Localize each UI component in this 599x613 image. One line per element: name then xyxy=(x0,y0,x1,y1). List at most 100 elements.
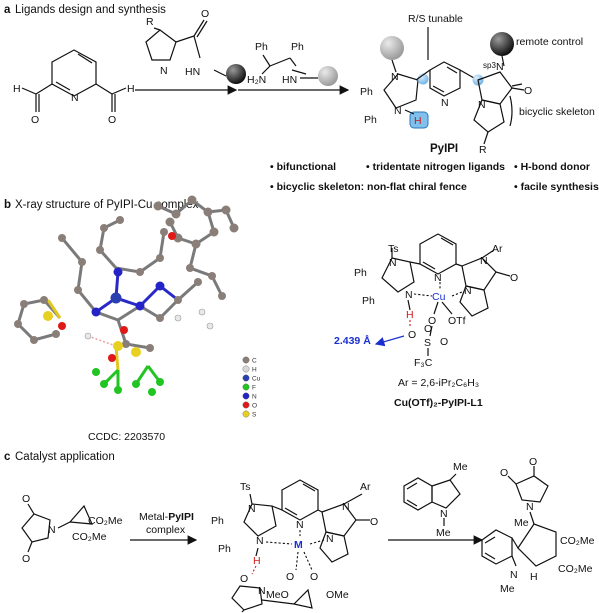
pyipi-ligand-structure: R/S tunable remote control N N Ph Ph H N… xyxy=(360,13,595,156)
catalyst-ligand-text: PyIPI xyxy=(168,511,194,523)
feature-item: • tridentate nitrogen ligands xyxy=(366,161,505,173)
atom-n: N xyxy=(440,508,448,520)
section-b-letter: b xyxy=(4,199,11,211)
atom-o: O xyxy=(440,336,448,348)
xray-crystal-structure xyxy=(14,195,239,396)
atom-n: N xyxy=(496,61,504,73)
atom-s: S xyxy=(424,337,431,349)
atom-ph: Ph xyxy=(364,114,377,126)
atom-o: O xyxy=(408,329,416,341)
atom-n: N xyxy=(248,503,256,515)
ester-label: CO₂Me xyxy=(72,531,107,543)
bulky-group-ball xyxy=(318,66,338,86)
atom-ph: Ph xyxy=(255,41,268,53)
feature-item: • bicyclic skeleton: non-flat chiral fen… xyxy=(270,181,467,193)
remote-control-label: remote control xyxy=(516,36,583,48)
atom-ph: Ph xyxy=(362,295,375,307)
atom-o: O xyxy=(31,114,39,126)
atom-h2n: H₂N xyxy=(247,74,266,86)
section-a-letter: a xyxy=(4,4,11,16)
methoxy-label: OMe xyxy=(326,589,349,601)
methyl-label: Me xyxy=(514,517,529,529)
h-bond-donor-h: H xyxy=(414,115,422,127)
catalyst-complex-label: complex xyxy=(146,524,186,536)
legend-swatch xyxy=(242,356,250,364)
legend-label: N xyxy=(252,394,257,401)
atom-o: O xyxy=(510,272,518,284)
catalyst-metal-text: Metal- xyxy=(139,511,169,523)
atom-n: N xyxy=(71,92,79,104)
atom-o: O xyxy=(428,315,436,327)
atom-h-bond: H xyxy=(406,309,414,321)
atom-ph: Ph xyxy=(211,515,224,527)
legend-label: S xyxy=(252,412,257,419)
legend-label: Cu xyxy=(252,376,261,383)
atom-n: N xyxy=(480,255,488,267)
legend-swatch xyxy=(242,410,250,418)
cu-complex-structure: Ts Ar N N N Ph Ph N N O Cu OTf O S O O F… xyxy=(334,233,518,409)
atom-ph: Ph xyxy=(354,267,367,279)
ligand-name: PyIPI xyxy=(430,143,458,155)
ccdc-number: CCDC: 2203570 xyxy=(88,431,165,443)
legend-swatch xyxy=(242,401,250,409)
legend-label: O xyxy=(252,403,257,410)
atom-o: O xyxy=(22,553,30,565)
atom-r: R xyxy=(479,144,487,156)
legend-swatch xyxy=(242,383,250,391)
atom-n: N xyxy=(389,257,397,269)
aryl-definition: Ar = 2,6-iPr₂C₆H₃ xyxy=(398,377,479,389)
methyl-label: Me xyxy=(500,583,515,595)
atom-o: O xyxy=(108,114,116,126)
atom-n: N xyxy=(478,99,486,111)
bulky-group-ball xyxy=(380,36,404,60)
feature-item: • facile synthesis xyxy=(514,181,599,193)
ester-label: CO₂Me xyxy=(560,535,595,547)
atom-otf: OTf xyxy=(448,315,466,327)
atom-ts: Ts xyxy=(388,243,399,255)
section-a-heading: a Ligands design and synthesis xyxy=(4,4,166,16)
atom-h: H xyxy=(530,571,538,583)
legend-swatch xyxy=(242,365,250,373)
methyl-label: Me xyxy=(436,527,451,539)
atom-ph: Ph xyxy=(360,86,373,98)
ligand-features: • bifunctional • tridentate nitrogen lig… xyxy=(270,161,599,193)
rs-tunable-label: R/S tunable xyxy=(408,13,463,25)
methyl-label: Me xyxy=(453,461,468,473)
atom-metal: M xyxy=(294,539,303,551)
atom-o: O xyxy=(524,85,532,97)
catalyst-label: Metal-PyIPI xyxy=(139,511,194,523)
legend-swatch xyxy=(242,392,250,400)
complex-name: Cu(OTf)₂-PyIPI-L1 xyxy=(394,397,483,409)
atom-o: O xyxy=(370,516,378,528)
atom-n: N xyxy=(160,65,168,77)
sp3-label: sp3 xyxy=(483,61,496,70)
cyclopentaindoline-product: O O N N Me Me H CO₂Me CO₂Me xyxy=(481,456,595,595)
atom-n: N xyxy=(258,585,266,597)
legend-swatch xyxy=(242,374,250,382)
solid-support-bead xyxy=(226,64,246,84)
atom-n: N xyxy=(256,535,264,547)
section-c-letter: c xyxy=(4,451,11,463)
atom-cu: Cu xyxy=(432,291,446,303)
atom-n: N xyxy=(48,524,56,536)
atom-n: N xyxy=(342,501,350,513)
atom-o: O xyxy=(310,571,318,583)
atom-o: O xyxy=(22,493,30,505)
prolinamide-reagent: R O HN N xyxy=(145,8,246,84)
atom-n: N xyxy=(394,105,402,117)
hbond-distance: 2.439 Å xyxy=(334,334,371,347)
atom-o: O xyxy=(500,467,508,479)
atom-n: N xyxy=(391,71,399,83)
remote-control-ball xyxy=(490,32,514,56)
atom-h: H xyxy=(127,83,135,95)
atom-ar: Ar xyxy=(360,481,371,493)
ester-label: CO₂Me xyxy=(88,515,123,527)
atom-ts: Ts xyxy=(240,481,251,493)
atom-n: N xyxy=(441,97,449,109)
atom-ph: Ph xyxy=(291,41,304,53)
atom-h-bond: H xyxy=(253,555,261,567)
atom-ar: Ar xyxy=(492,243,503,255)
atom-o: O xyxy=(529,456,537,468)
